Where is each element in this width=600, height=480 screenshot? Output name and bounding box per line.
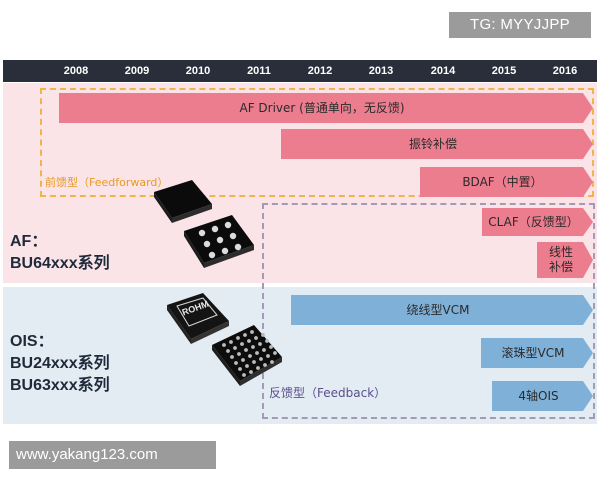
wound-vcm-label: 绕线型VCM [406,302,470,317]
four-axis-ois-label: 4轴OIS [518,388,559,403]
timeline-header: 2008 2009 2010 2011 2012 2013 2014 2015 … [3,60,597,82]
year-label: 2011 [247,65,271,77]
feedback-label: 反馈型（Feedback） [269,386,387,400]
ois-chip-top-image [167,293,229,344]
af-chip-bottom-image [184,215,254,268]
four-axis-ois-arrow: 4轴OIS [492,381,593,411]
feedforward-label: 前馈型（Feedforward） [45,176,169,189]
ois-title-line1: OIS： [10,333,54,350]
af-title-line1: AF： [10,233,48,250]
claf-label: CLAF（反馈型） [488,214,579,229]
year-label: 2013 [368,65,394,77]
bdaf-arrow: BDAF（中置） [420,167,593,197]
bdaf-label: BDAF（中置） [462,174,543,189]
year-label: 2010 [185,65,211,77]
claf-arrow: CLAF（反馈型） [482,208,593,236]
year-label: 2008 [63,65,89,77]
year-label: 2012 [307,65,333,77]
ball-vcm-label: 滚珠型VCM [501,345,565,360]
feedback-region [262,203,595,419]
af-title-line2: BU64xxx系列 [10,255,110,272]
ois-section-title: OIS： BU24xxx系列 BU63xxx系列 [10,331,110,397]
tg-tag: TG: MYYJJPP [449,12,591,38]
feedforward-region [40,88,594,197]
compensation-label: 补偿 [548,260,573,274]
ois-title-line3: BU63xxx系列 [10,377,110,394]
year-label: 2009 [124,65,150,77]
linear-compensation-arrow: 线性 补偿 [537,242,593,278]
year-label: 2014 [430,65,456,77]
af-driver-arrow: AF Driver (普通单向，无反馈) [59,93,593,123]
linear-label: 线性 [548,245,573,259]
ois-chip-bga-image [212,325,282,386]
year-label: 2016 [552,65,578,77]
af-driver-label: AF Driver (普通单向，无反馈) [239,100,405,115]
year-label: 2015 [491,65,517,77]
af-chip-top-image [154,180,212,223]
vibration-compensation-label: 振铃补偿 [408,136,457,151]
ois-title-line2: BU24xxx系列 [10,355,110,372]
vibration-compensation-arrow: 振铃补偿 [281,129,593,159]
ball-vcm-arrow: 滚珠型VCM [481,338,593,368]
website-watermark: www.yakang123.com [9,441,216,469]
wound-vcm-arrow: 绕线型VCM [291,295,593,325]
af-section-title: AF： BU64xxx系列 [10,231,110,275]
